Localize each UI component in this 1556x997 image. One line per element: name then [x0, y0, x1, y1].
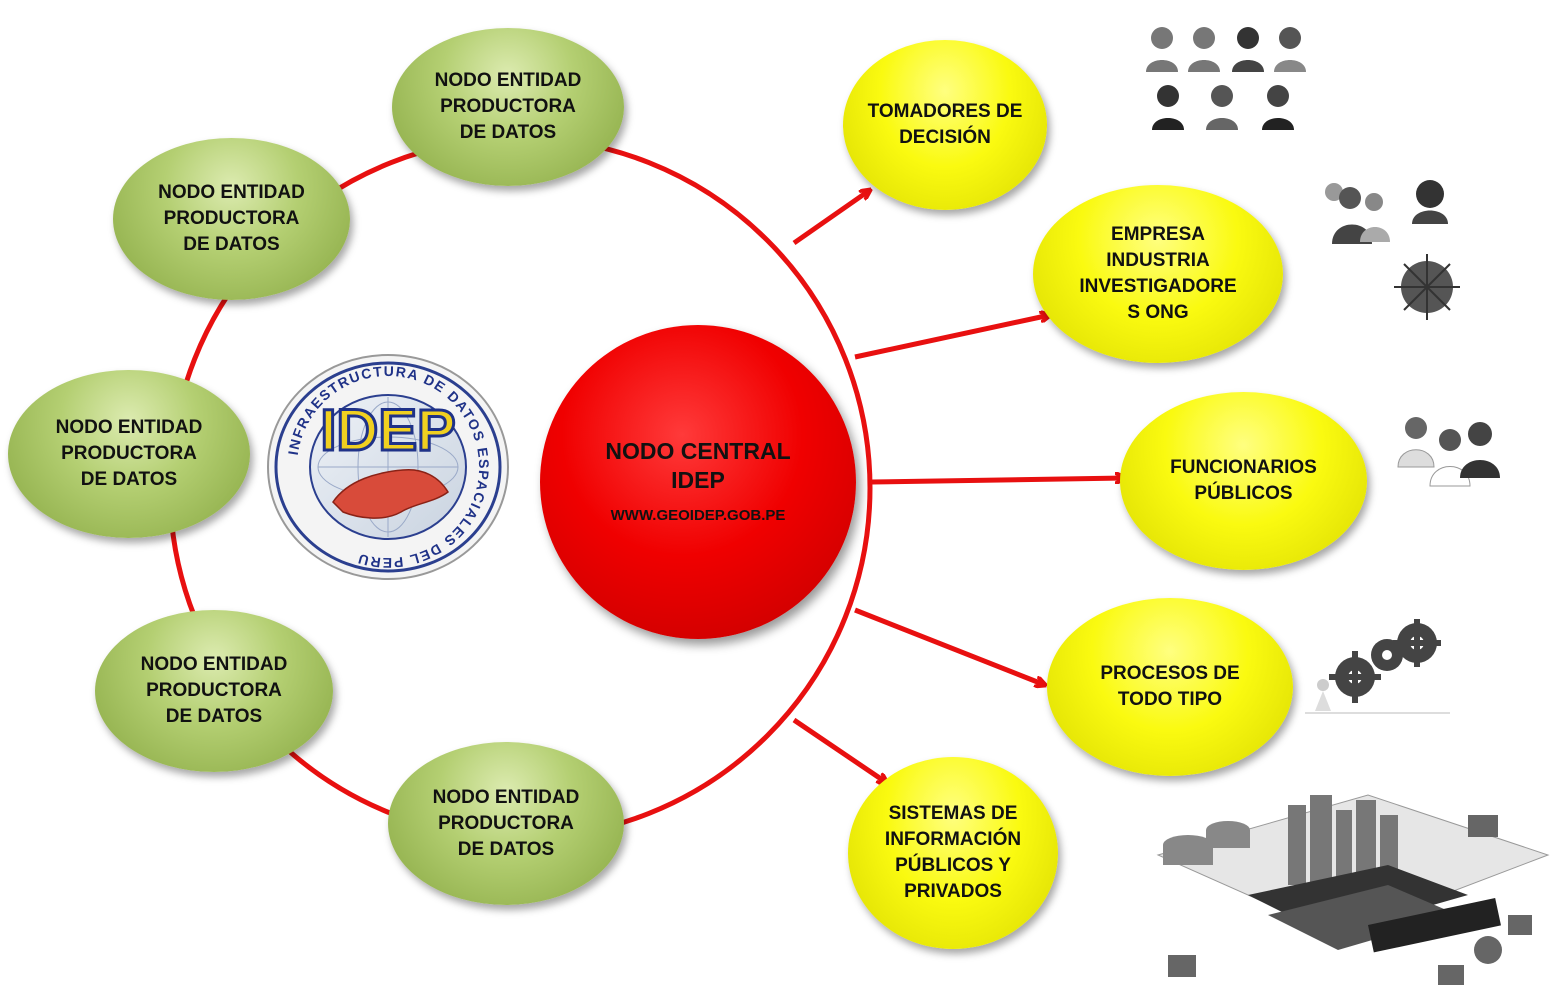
arrow-to-tomadores [792, 190, 870, 246]
producer-node: NODO ENTIDAD PRODUCTORA DE DATOS [113, 138, 350, 300]
producer-node-label: NODO ENTIDAD PRODUCTORA DE DATOS [140, 654, 288, 727]
central-node: NODO CENTRAL IDEP WWW.GEOIDEP.GOB.PE [540, 325, 856, 639]
producer-node-label: NODO ENTIDAD PRODUCTORA DE DATOS [432, 786, 580, 860]
producer-node: NODO ENTIDAD PRODUCTORA DE DATOS [388, 742, 624, 905]
producer-node-label: NODO ENTIDAD PRODUCTORA DE DATOS [55, 417, 203, 490]
information-systems-icon [1156, 794, 1550, 985]
user-node-tomadores: TOMADORES DE DECISIÓN [843, 40, 1047, 210]
peru-map-icon [332, 469, 449, 519]
people-group-icon [1146, 27, 1306, 130]
producer-node-label: NODO ENTIDAD PRODUCTORA DE DATOS [158, 182, 305, 255]
officials-icon [1397, 417, 1500, 487]
business-people-icon [1325, 180, 1460, 320]
idep-logo: INFRAESTRUCTURA DE DATOS ESPACIALES DEL … [267, 354, 509, 580]
logo-center-text: IDEP [320, 398, 455, 463]
producer-node: NODO ENTIDAD PRODUCTORA DE DATOS [392, 28, 624, 186]
user-node-procesos: PROCESOS DE TODO TIPO [1047, 598, 1293, 776]
producer-node: NODO ENTIDAD PRODUCTORA DE DATOS [8, 370, 250, 538]
arrow-to-empresa [854, 315, 1050, 360]
user-node-label: EMPRESA INDUSTRIA INVESTIGADORE S ONG [1079, 224, 1237, 323]
user-node-empresa: EMPRESA INDUSTRIA INVESTIGADORE S ONG [1033, 185, 1283, 363]
user-node-funcionarios: FUNCIONARIOS PÚBLICOS [1120, 392, 1367, 570]
arrow-to-funcionarios [871, 478, 1125, 485]
user-node-label: TOMADORES DE DECISIÓN [867, 101, 1023, 148]
user-node-sistemas: SISTEMAS DE INFORMACIÓN PÚBLICOS Y PRIVA… [848, 757, 1058, 949]
central-node-url: WWW.GEOIDEP.GOB.PE [610, 507, 786, 524]
user-node-label: FUNCIONARIOS PÚBLICOS [1170, 457, 1317, 504]
arrow-to-procesos [854, 607, 1045, 685]
central-node-title: NODO CENTRAL IDEP [605, 438, 791, 493]
producer-node: NODO ENTIDAD PRODUCTORA DE DATOS [95, 610, 333, 772]
user-node-label: PROCESOS DE TODO TIPO [1100, 663, 1240, 710]
gears-icon [1305, 619, 1450, 714]
arrow-to-sistemas [792, 717, 887, 783]
producer-node-label: NODO ENTIDAD PRODUCTORA DE DATOS [434, 70, 582, 143]
user-node-label: SISTEMAS DE INFORMACIÓN PÚBLICOS Y PRIVA… [884, 803, 1022, 902]
